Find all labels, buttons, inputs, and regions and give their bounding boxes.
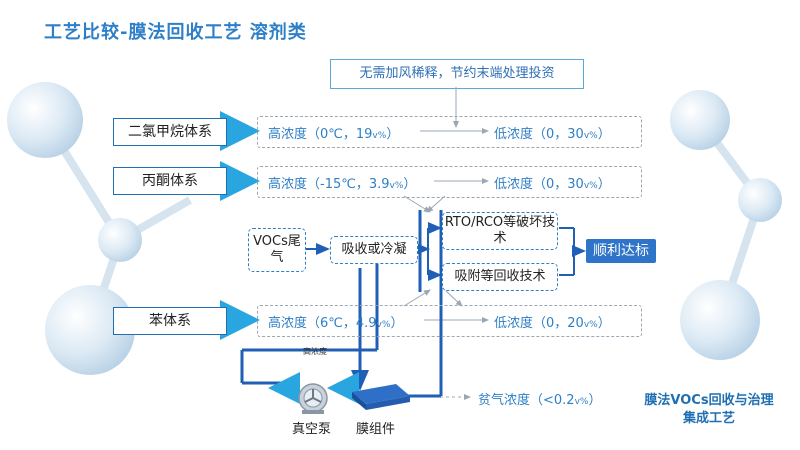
page-title: 工艺比较-膜法回收工艺 溶剂类 — [44, 22, 307, 43]
rto-rco-box: RTO/RCO等破坏技术 — [442, 212, 558, 250]
vacuum-pump-label: 真空泵 — [292, 422, 332, 437]
vocs-gas-box: VOCs尾气 — [248, 228, 306, 272]
adsorption-recovery-box: 吸附等回收技术 — [442, 263, 558, 291]
row-benzene — [257, 305, 642, 337]
compliance-result: 顺利达标 — [586, 239, 656, 263]
high-conc-dichloromethane: 高浓度（0℃，19v%） — [268, 127, 400, 142]
low-conc-benzene: 低浓度（0，20v%） — [494, 316, 611, 331]
low-conc-dichloromethane: 低浓度（0，30v%） — [494, 127, 611, 142]
vacuum-pump-icon — [298, 383, 328, 414]
system-arrows — [220, 111, 260, 340]
membrane-module-label: 膜组件 — [356, 422, 396, 437]
row-dichloromethane — [257, 116, 642, 148]
high-conc-acetone: 高浓度（-15℃，3.9v%） — [268, 177, 417, 192]
top-note: 无需加风稀释，节约末端处理投资 — [330, 59, 584, 89]
system-acetone: 丙酮体系 — [113, 167, 227, 195]
low-conc-acetone: 低浓度（0，30v%） — [494, 177, 611, 192]
footer-title: 膜法VOCs回收与治理集成工艺 — [644, 393, 774, 426]
high-concentration-label: 高浓度 — [303, 347, 327, 356]
high-conc-benzene: 高浓度（6℃，4.9v%） — [268, 316, 404, 331]
system-dichloromethane: 二氯甲烷体系 — [113, 118, 227, 146]
membrane-module-icon — [352, 384, 410, 410]
absorb-condense-box: 吸收或冷凝 — [330, 236, 418, 264]
lean-gas-concentration: 贫气浓度（<0.2v%） — [478, 393, 602, 408]
system-benzene: 苯体系 — [113, 307, 227, 335]
row-acetone — [257, 166, 642, 198]
